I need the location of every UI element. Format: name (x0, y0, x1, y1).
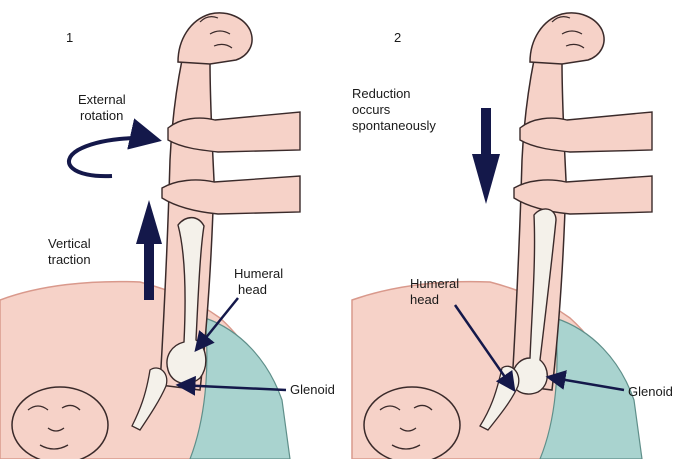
label-glenoid-1: Glenoid (290, 382, 335, 397)
label-vertical-traction-2: traction (48, 252, 91, 267)
label-vertical-traction-1: Vertical (48, 236, 91, 251)
panel-1-number: 1 (66, 30, 73, 45)
label-humeral-head-1: Humeral (234, 266, 283, 281)
label-reduction-3: spontaneously (352, 118, 436, 133)
label-reduction-1: Reduction (352, 86, 411, 101)
label-external-rotation-2: rotation (80, 108, 123, 123)
panel-1: 1 External rotation Vertical traction Hu… (0, 13, 335, 459)
label-reduction-2: occurs (352, 102, 391, 117)
label-glenoid-2: Glenoid (628, 384, 673, 399)
label-external-rotation-1: External (78, 92, 126, 107)
label-humeral-head-2-1: Humeral (410, 276, 459, 291)
patient-hand (178, 13, 252, 64)
panel-2-number: 2 (394, 30, 401, 45)
panel-2: 2 Reduction occurs spontaneously Humeral… (352, 13, 673, 459)
external-rotation-arrow (69, 138, 158, 176)
patient-hand-2 (530, 13, 604, 64)
label-humeral-head-2-2: head (410, 292, 439, 307)
reduction-arrow (472, 108, 500, 204)
label-humeral-head-2: head (238, 282, 267, 297)
